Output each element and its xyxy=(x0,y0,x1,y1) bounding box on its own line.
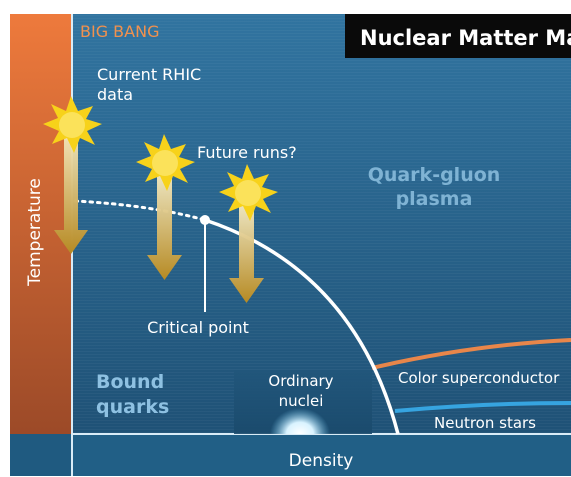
critical-point-marker xyxy=(200,215,210,225)
temperature-axis-bar xyxy=(10,14,72,434)
current-rhic-label-line1: Current RHIC xyxy=(97,65,201,84)
color-superconductor-label: Color superconductor xyxy=(398,369,560,387)
title-box xyxy=(345,14,571,58)
bound-quarks-label-line2: quarks xyxy=(96,396,169,418)
ordinary-nuclei-label-line1: Ordinary xyxy=(268,372,333,390)
temperature-bar-corner xyxy=(10,434,72,476)
color-superconductor-curve xyxy=(371,338,571,370)
quark-gluon-plasma-label-line1: Quark-gluon xyxy=(368,164,501,186)
down-arrow-icon xyxy=(229,205,264,303)
bound-quarks-label-line1: Bound xyxy=(96,371,164,393)
x-axis-label: Density xyxy=(289,451,354,471)
page-title: Nuclear Matter Map xyxy=(360,26,571,50)
down-arrow-icon xyxy=(54,130,88,254)
density-axis-bar xyxy=(72,434,571,476)
current-rhic-label-line2: data xyxy=(97,85,133,104)
down-arrow-icon xyxy=(147,175,182,280)
critical-point-label: Critical point xyxy=(147,318,249,337)
neutron-stars-label: Neutron stars xyxy=(434,414,536,432)
ordinary-nuclei-label-line2: nuclei xyxy=(279,392,324,410)
glow-icon xyxy=(270,408,330,434)
phase-boundary-dotted xyxy=(73,199,207,222)
starburst-core xyxy=(59,112,85,138)
quark-gluon-plasma-label-line2: plasma xyxy=(396,188,473,210)
future-runs-label: Future runs? xyxy=(197,143,297,162)
y-axis-label: Temperature xyxy=(25,178,45,287)
neutron-star-curve xyxy=(394,401,571,413)
starburst-core xyxy=(235,180,261,206)
starburst-core xyxy=(152,150,178,176)
big-bang-label: BIG BANG xyxy=(80,22,159,41)
